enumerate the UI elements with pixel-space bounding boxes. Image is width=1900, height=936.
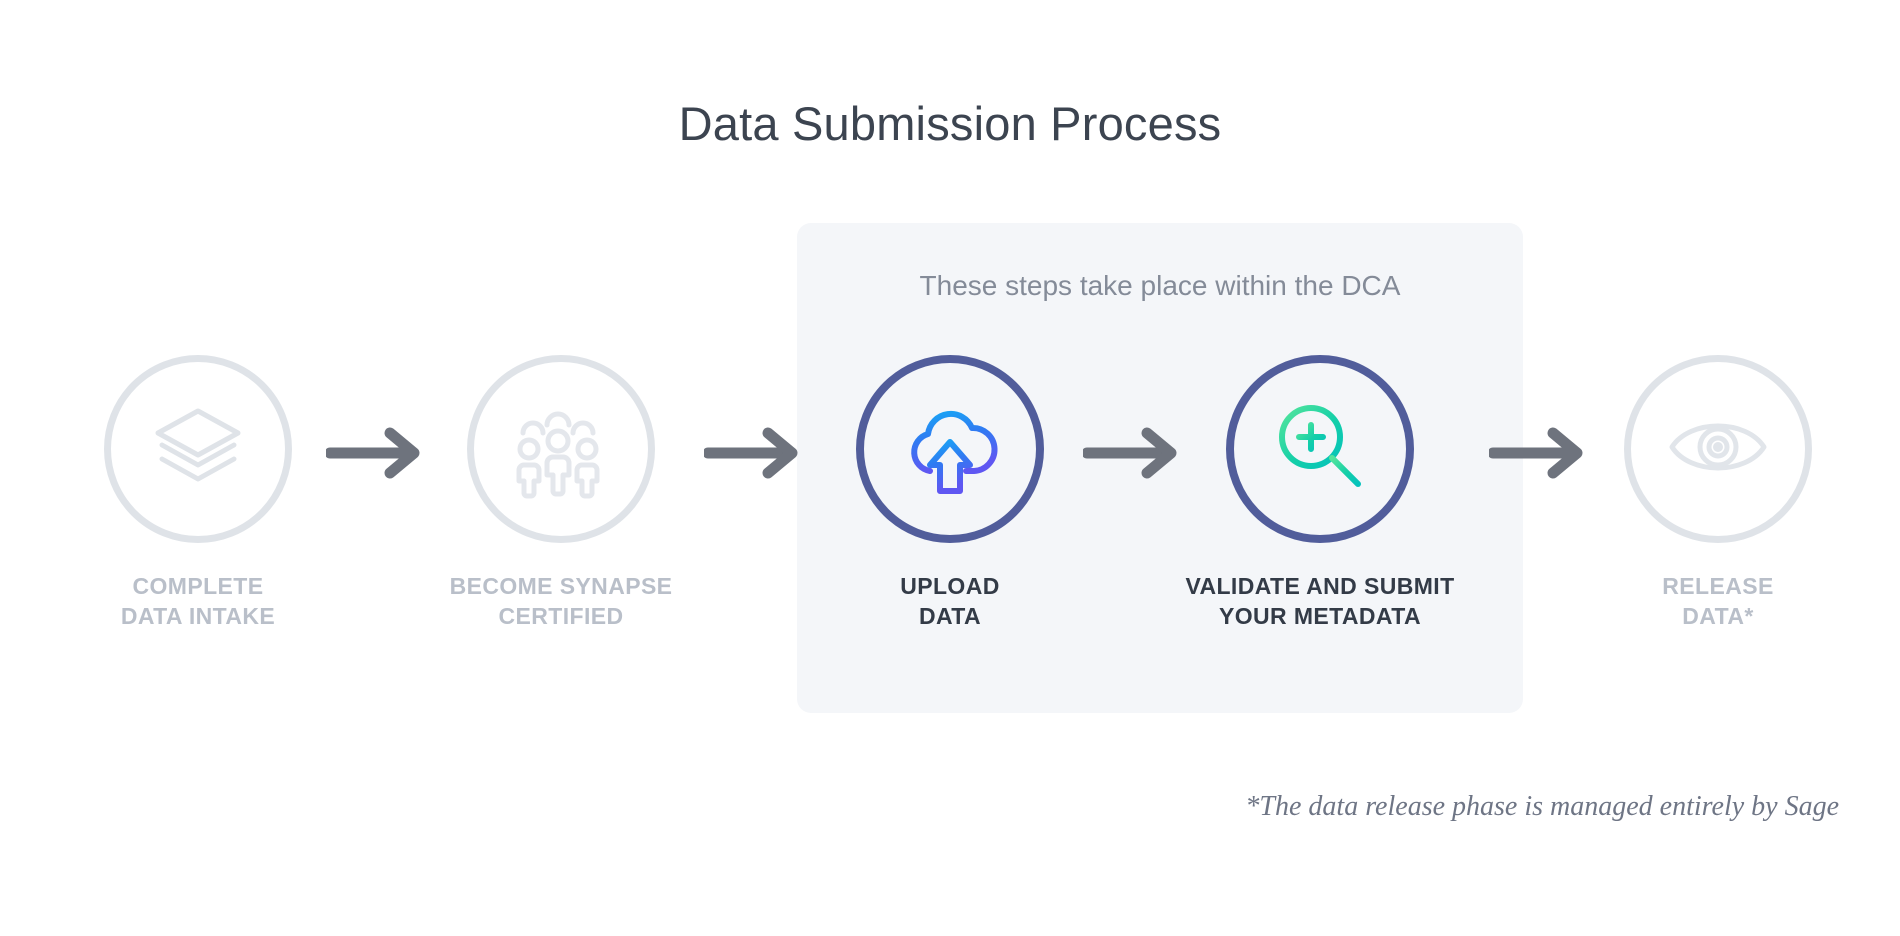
dca-panel-caption: These steps take place within the DCA [919,270,1401,301]
arrow-right-icon-4 [1487,427,1589,479]
step-become-synapse-certified[interactable]: BECOME SYNAPSE CERTIFIED [450,355,672,632]
arrow-right-icon-1 [324,427,426,479]
step-release-data[interactable]: RELEASE DATA* [1620,355,1816,632]
step-label: RELEASE DATA* [1662,573,1774,629]
cloud-upload-icon [897,395,1003,504]
step-circle [1226,355,1414,543]
arrow-right-icon-3 [1081,427,1183,479]
people-group-icon [509,395,613,504]
page-title: Data Submission Process [678,97,1222,150]
magnifier-plus-icon [1268,395,1372,504]
footnote: *The data release phase is managed entir… [1245,791,1839,822]
step-circle [1624,355,1812,543]
step-label: COMPLETE DATA INTAKE [120,573,276,629]
step-label: VALIDATE AND SUBMIT YOUR METADATA [1185,573,1455,629]
step-circle [467,355,655,543]
step-label: UPLOAD DATA [900,573,1000,629]
step-label: BECOME SYNAPSE CERTIFIED [449,573,673,629]
step-validate-and-submit-your-metadata[interactable]: VALIDATE AND SUBMIT YOUR METADATA [1185,355,1454,632]
step-upload-data[interactable]: UPLOAD DATA [852,355,1048,632]
arrow-right-icon-2 [702,427,804,479]
eye-icon [1666,411,1770,488]
process-flow: COMPLETE DATA INTAKE [0,355,1900,629]
step-circle [856,355,1044,543]
step-complete-data-intake[interactable]: COMPLETE DATA INTAKE [100,355,296,632]
layers-icon [148,397,248,502]
step-circle [104,355,292,543]
